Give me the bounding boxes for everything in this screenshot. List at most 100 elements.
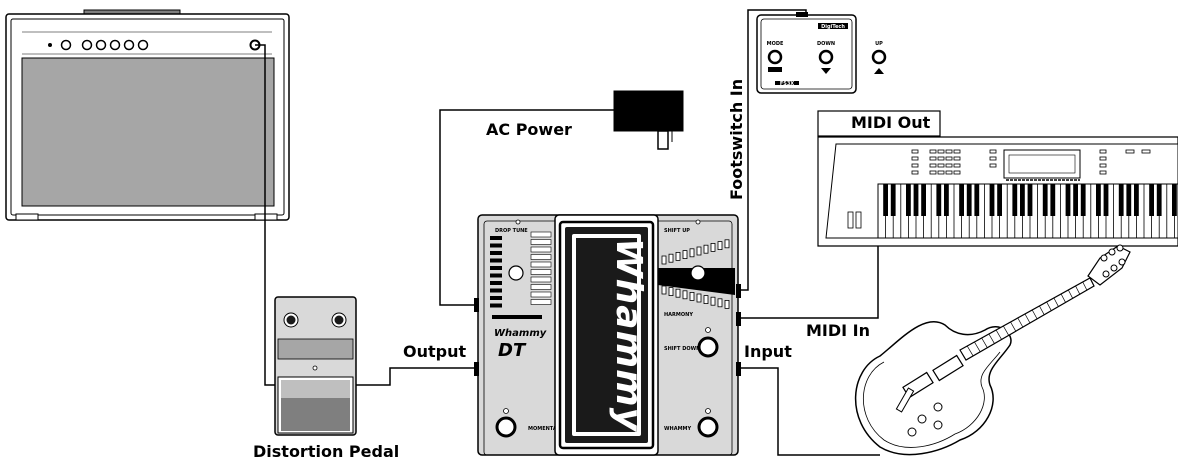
black-key (989, 184, 995, 216)
input-cable (738, 367, 880, 456)
black-key (1126, 184, 1132, 216)
led-indicator (703, 295, 709, 305)
shift-up-heading: SHIFT UP (664, 228, 690, 234)
led-indicator (696, 246, 702, 256)
black-key (959, 184, 964, 216)
drop-tune-heading: DROP TUNE (495, 228, 528, 234)
led-indicator (682, 250, 688, 260)
led-indicator (490, 281, 502, 285)
momentary-label: MOMENTARY (528, 426, 564, 432)
led-indicator (682, 290, 688, 300)
whammy-left-panel: DROP TUNE Whammy DT MOMENTARY (490, 219, 564, 438)
black-key (966, 184, 972, 216)
treadle-logo: Whammy (608, 238, 649, 433)
led-indicator (689, 291, 695, 301)
shift-switch (697, 336, 719, 358)
amp-cable (255, 44, 275, 386)
led-indicator (717, 298, 723, 308)
fs-up-button (871, 49, 887, 65)
black-key (997, 184, 1002, 216)
footswitch-cable (735, 9, 807, 291)
black-key (936, 184, 942, 216)
led-indicator (724, 239, 730, 249)
guitar-fret (1031, 309, 1038, 320)
led-indicator (724, 299, 730, 309)
black-key (1073, 184, 1078, 216)
black-key (1027, 184, 1033, 216)
led-indicator (668, 287, 674, 297)
led-indicator (490, 303, 502, 308)
momentary-switch (495, 416, 517, 438)
shift-down-label: SHIFT DOWN (664, 346, 700, 352)
setting-label-box (530, 276, 552, 283)
black-key (921, 184, 926, 216)
guitar-fret (1039, 305, 1045, 315)
guitar-fret (1017, 317, 1024, 328)
whammy-model: DT (498, 340, 527, 361)
fs-down-label: DOWN (817, 41, 835, 47)
footswitch-fs3x: DigiTech MODE DOWN UP FS3X (756, 12, 887, 94)
black-key (944, 184, 949, 216)
black-key (1012, 184, 1018, 216)
guitar-fret (1046, 301, 1052, 311)
led-indicator (696, 293, 702, 303)
whammy-dt-pedal: DROP TUNE Whammy DT MOMENTARY Whammy SHI… (474, 214, 741, 456)
led-indicator (689, 248, 695, 258)
led-indicator (490, 251, 502, 255)
guitar-fret (1024, 313, 1031, 324)
whammy-treadle: Whammy (554, 214, 659, 456)
led-indicator (668, 253, 674, 263)
output-cable (356, 367, 478, 386)
fs-mode-label: MODE (767, 41, 784, 47)
setting-label-box (530, 269, 552, 275)
whammy-right-panel: SHIFT UP HARMONY SHIFT DOWN WHAMMY (658, 219, 735, 438)
led-indicator (661, 285, 667, 295)
setting-label-box (530, 291, 552, 298)
led-indicator (703, 244, 709, 254)
guitar-fret (1075, 285, 1081, 295)
setting-label-box (530, 254, 552, 260)
guitar-fret (981, 337, 988, 348)
black-key (883, 184, 888, 216)
led-indicator (661, 255, 667, 265)
setting-label-box (530, 299, 552, 305)
black-key (1080, 184, 1086, 216)
black-key (1065, 184, 1071, 216)
guitar-fret (966, 345, 974, 357)
setting-label-box (530, 261, 552, 268)
led-indicator (717, 241, 723, 251)
ac-power-cable (439, 109, 616, 306)
footswitch-brand: DigiTech (821, 24, 845, 30)
black-key (1172, 184, 1177, 216)
whammy-left-knob (508, 265, 524, 281)
output-label: Output (403, 342, 466, 361)
black-key (974, 184, 980, 216)
guitar-fret (1010, 321, 1017, 332)
black-key (1134, 184, 1139, 216)
led-indicator (675, 251, 681, 261)
guitar-fret (1082, 281, 1088, 291)
guitar-fret (1068, 289, 1073, 299)
black-key (1050, 184, 1056, 216)
guitar-fret (1053, 297, 1059, 307)
black-key (1103, 184, 1109, 216)
black-key (1096, 184, 1101, 216)
led-indicator (490, 288, 502, 293)
guitar-fret (974, 341, 981, 352)
midi-out-label: MIDI Out (851, 113, 931, 132)
led-indicator (490, 258, 502, 263)
black-key (1020, 184, 1025, 216)
led-indicator (710, 296, 716, 306)
distortion-pedal (274, 296, 357, 436)
whammy-section-label: WHAMMY (664, 426, 692, 432)
distortion-pedal-label: Distortion Pedal (253, 442, 399, 461)
guitar-fret (1003, 325, 1009, 336)
cables (255, 9, 880, 456)
black-key (1149, 184, 1154, 216)
guitar-fret (1060, 293, 1066, 303)
black-key (890, 184, 896, 216)
fs-down-button (818, 49, 834, 65)
black-key (906, 184, 911, 216)
amp-knobs (48, 39, 149, 51)
